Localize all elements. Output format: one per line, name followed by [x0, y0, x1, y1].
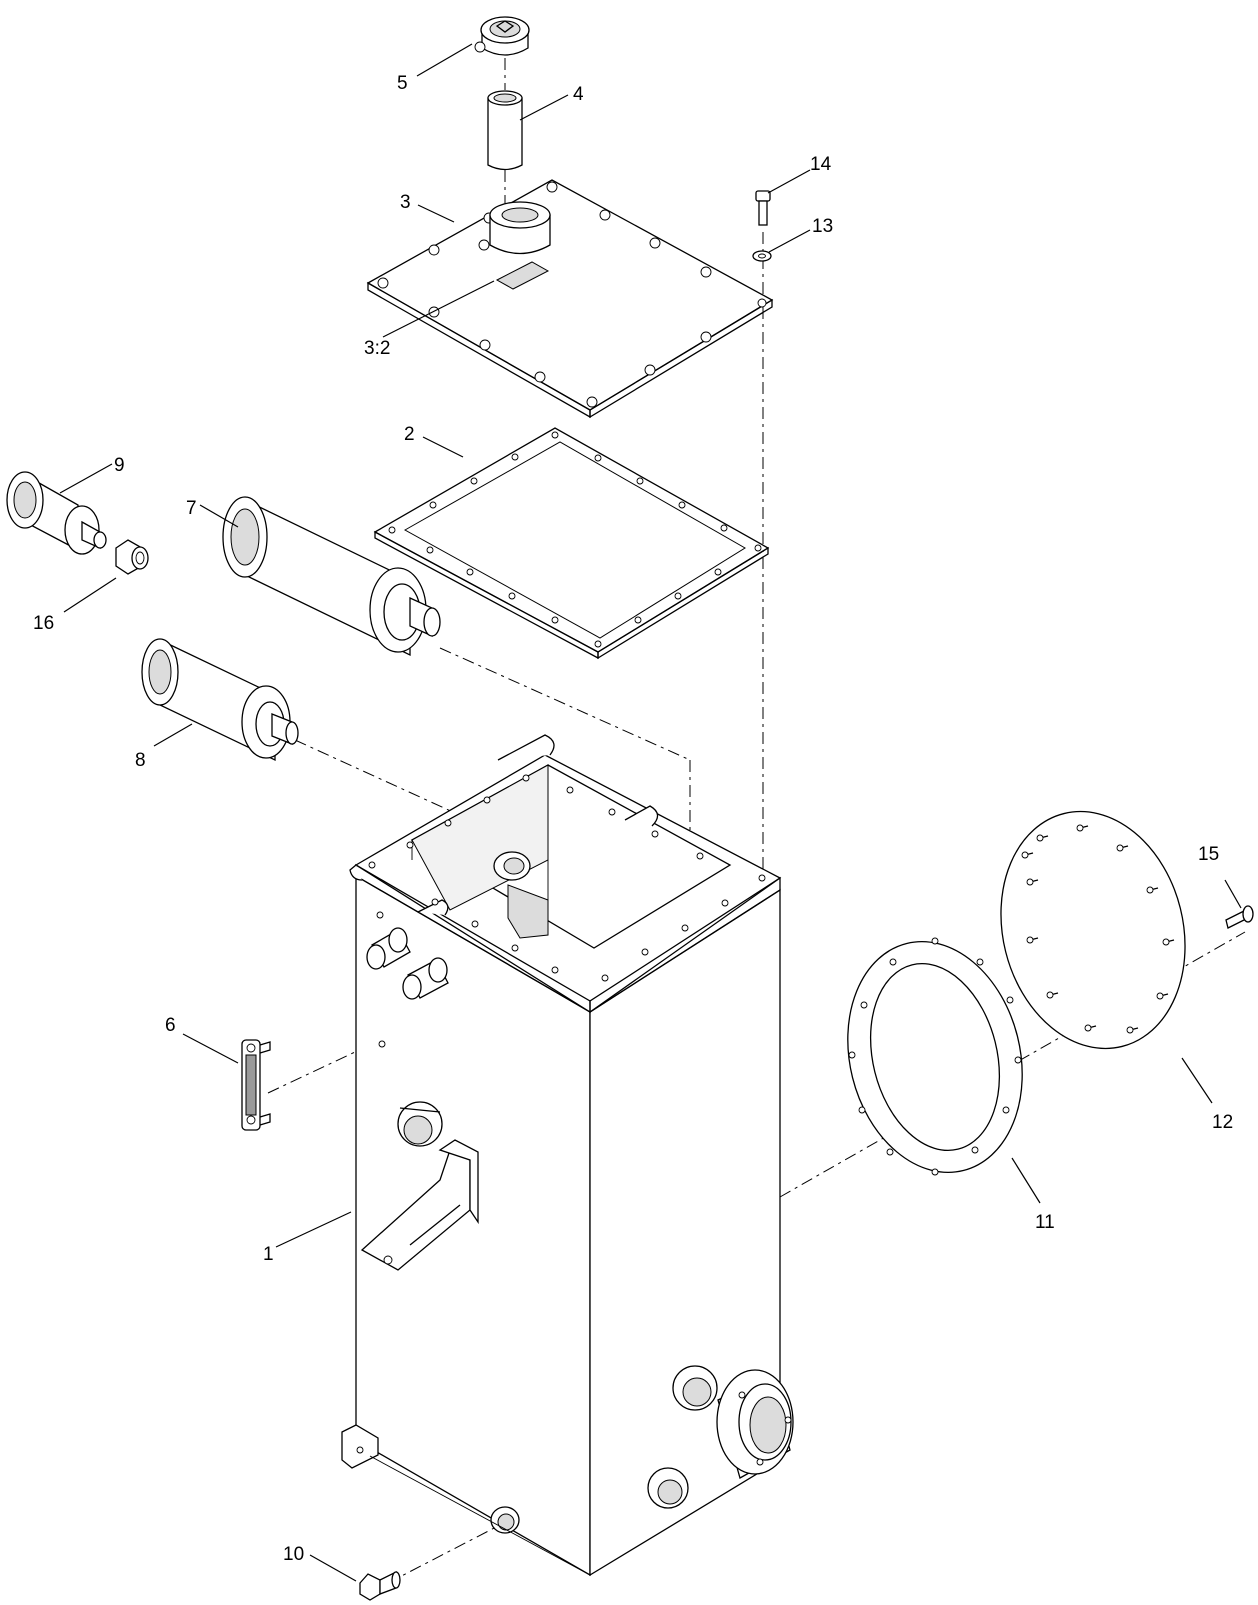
callout-8: 8 [135, 750, 146, 771]
mounting-bracket [360, 1139, 479, 1271]
gasket-top-holes [388, 431, 762, 648]
side-port-flange [716, 1369, 794, 1479]
callout-11: 11 [1035, 1212, 1055, 1233]
tank-body [341, 734, 794, 1577]
screw [755, 190, 771, 226]
screw-round-cover [1225, 905, 1254, 929]
callout-14: 14 [810, 154, 832, 175]
breather-cap [474, 16, 530, 56]
callout-3-2: 3:2 [364, 338, 390, 359]
sight-gauge [241, 1039, 271, 1131]
tank-top-flange-holes [368, 774, 766, 982]
filter-element-small [6, 471, 107, 555]
drain-plug [359, 1570, 401, 1601]
filter-element-medium [141, 638, 299, 762]
filler-neck-strainer [487, 90, 523, 171]
washer [752, 250, 772, 262]
callout-9: 9 [114, 455, 125, 476]
callout-10: 10 [283, 1544, 304, 1565]
callout-3: 3 [400, 192, 411, 213]
callout-15: 15 [1198, 844, 1219, 865]
callout-16: 16 [33, 613, 54, 634]
decal [495, 261, 550, 290]
callout-1: 1 [263, 1244, 274, 1265]
callout-13: 13 [812, 216, 833, 237]
callout-12: 12 [1212, 1112, 1233, 1133]
leader-lines [59, 43, 1242, 1582]
callout-2: 2 [404, 424, 415, 445]
gasket-round [847, 937, 1023, 1176]
callout-labels: 1 2 3 3:2 4 5 6 7 8 9 10 11 12 13 14 15 … [33, 73, 1233, 1565]
callout-4: 4 [573, 84, 584, 105]
filter-element-large [222, 496, 441, 657]
callout-5: 5 [397, 73, 408, 94]
gasket-top [373, 427, 770, 660]
cover-round [1000, 810, 1186, 1050]
cover-plate [366, 179, 774, 419]
gasket-round-holes [848, 937, 1022, 1176]
fitting [115, 539, 149, 575]
callout-7: 7 [186, 498, 197, 519]
callout-6: 6 [165, 1015, 176, 1036]
cover-round-studs [1021, 824, 1175, 1034]
